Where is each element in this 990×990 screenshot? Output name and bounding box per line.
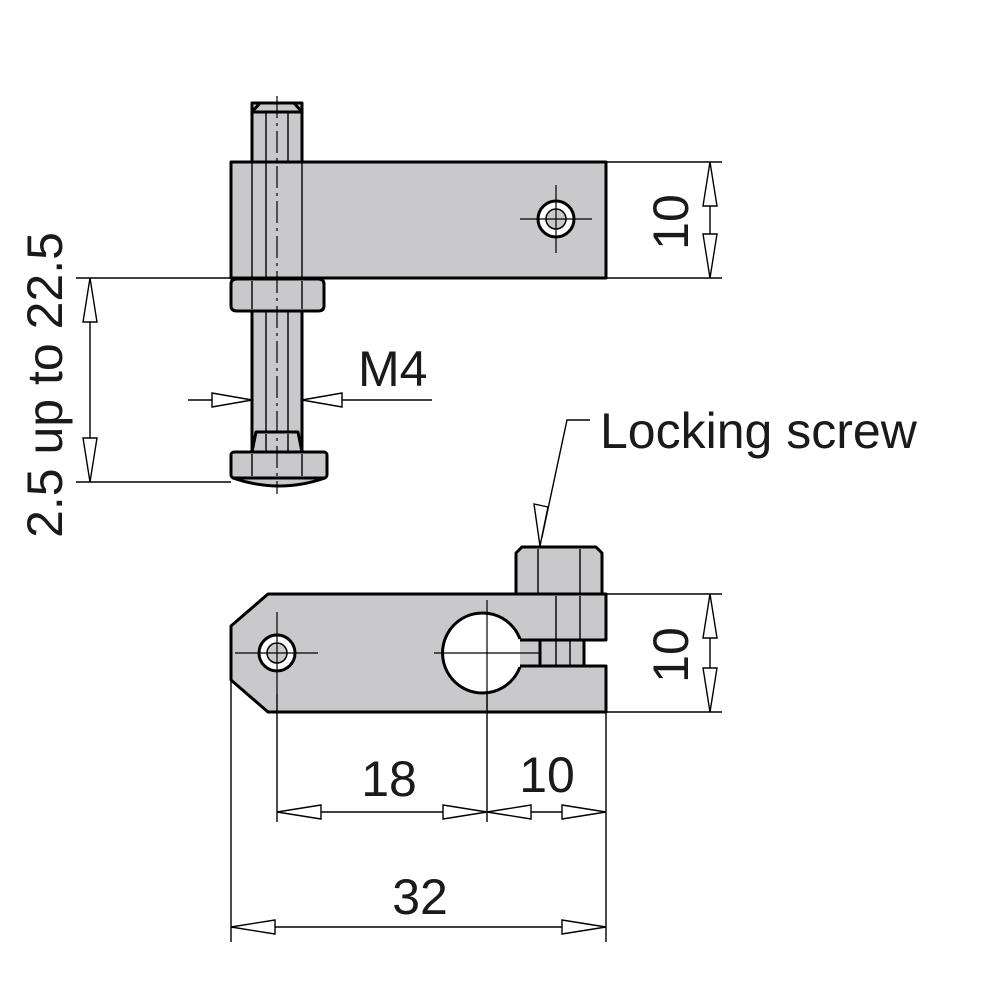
arrowhead-10-left — [486, 804, 532, 820]
arrowhead-18-right — [442, 804, 488, 820]
arrowhead-down — [82, 437, 98, 483]
arrowhead-right — [211, 392, 253, 408]
leader-locking-screw: Locking screw — [533, 403, 918, 547]
dim-label-total: 32 — [392, 869, 448, 925]
dim-label-slot: 10 — [519, 747, 575, 803]
arrowhead-down — [702, 233, 718, 279]
top-view: 10 2.5 up to 22.5 M4 — [17, 96, 722, 538]
clamp-body — [229, 592, 608, 714]
locking-screw-head — [514, 545, 604, 598]
arrowhead-18-left — [276, 804, 322, 820]
dim-top-height: 10 — [606, 161, 722, 279]
arrowhead-left — [230, 919, 276, 935]
slot-screw-shank — [538, 638, 586, 668]
dim-row-upper: 18 10 — [276, 747, 607, 820]
dim-label-adjust-range: 2.5 up to 22.5 — [17, 232, 73, 538]
arrowhead-up — [82, 277, 98, 323]
dim-label-thread: M4 — [358, 341, 427, 397]
dim-row-total: 32 — [230, 869, 607, 935]
dim-bottom-height: 10 — [606, 593, 722, 713]
bolt-head-dome — [231, 476, 327, 488]
arrowhead-up — [702, 593, 718, 639]
dim-thread: M4 — [188, 341, 432, 408]
leader-line — [541, 419, 590, 538]
arrowhead-right — [561, 919, 607, 935]
label-locking-screw: Locking screw — [600, 403, 918, 459]
arrowhead-left — [301, 392, 343, 408]
bolt-head — [229, 450, 329, 480]
dim-label-hole-spacing: 18 — [361, 751, 417, 807]
dim-adjust-range: 2.5 up to 22.5 — [17, 232, 231, 538]
dim-label-bottom-height: 10 — [643, 627, 699, 683]
arrowhead-down — [702, 667, 718, 713]
arrowhead-up — [702, 161, 718, 207]
leader-arrowhead — [533, 503, 549, 547]
dim-label-top-height: 10 — [643, 194, 699, 250]
arrowhead-10-right — [561, 804, 607, 820]
hex-nut — [229, 277, 326, 313]
bottom-view: Locking screw 10 18 10 — [229, 403, 918, 942]
